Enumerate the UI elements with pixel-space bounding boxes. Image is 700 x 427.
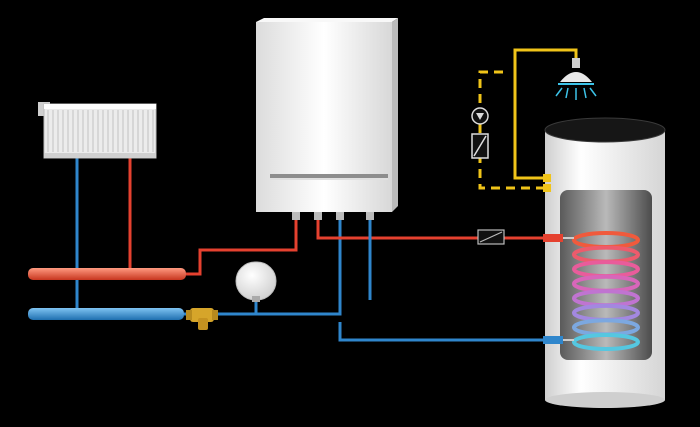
valve-icon [186,308,218,330]
cylinder-cold-supply-pipe [338,322,545,342]
cylinder-coil-flow-pipe [316,212,545,240]
dhw-circulation-pipe [478,70,545,190]
boiler-return-pipe [184,212,342,316]
pipe-network [28,48,578,342]
radiator-icon [38,102,157,159]
pump-icon [471,107,489,125]
shower-head-icon [555,58,597,100]
boiler-casing [256,22,392,212]
check-valve-icon [471,133,489,159]
heating-return-main [28,308,184,320]
boiler-flow-pipe [186,212,298,276]
heating-flow-main [28,268,186,280]
hot-water-cylinder-icon [543,117,666,408]
radiator-fins [47,110,154,152]
heating-coil-icon [563,231,640,351]
coil-turn [572,333,640,351]
boiler-trim-line [270,174,388,178]
wall-hung-boiler-icon [256,18,398,220]
expansion-vessel-icon [235,261,277,302]
hot-water-supply-pipe [513,48,578,180]
coil-connections [563,237,574,341]
sensor-icon [477,229,505,245]
